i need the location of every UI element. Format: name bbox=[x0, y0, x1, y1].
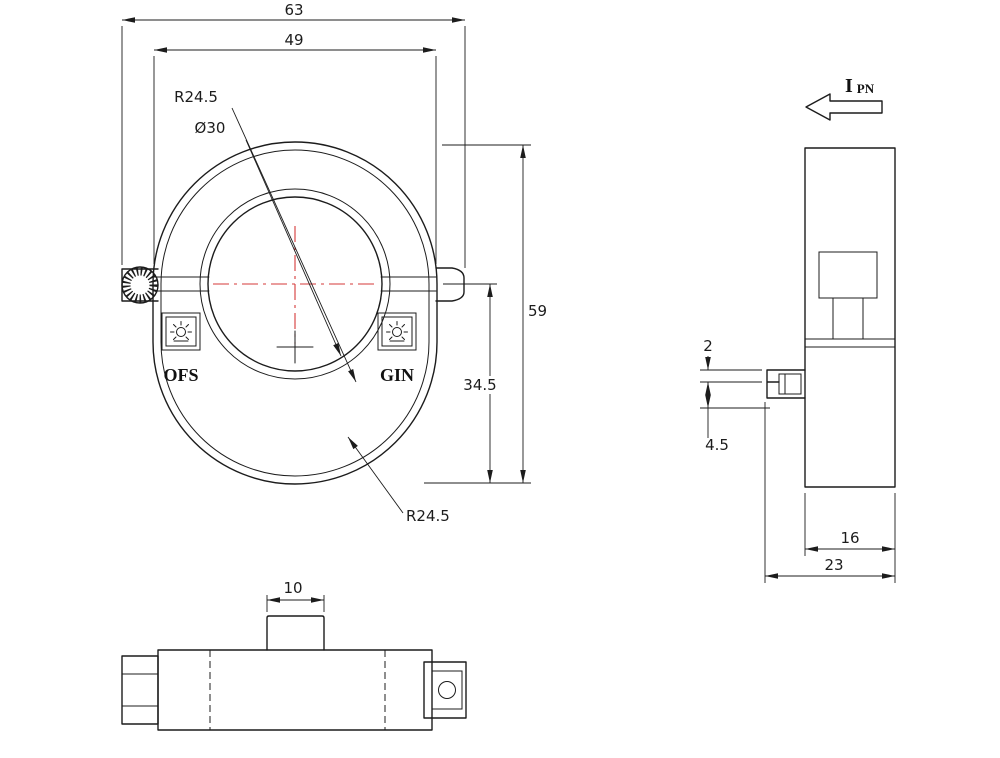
dim-345-mask bbox=[460, 376, 501, 394]
bottom-latch-right bbox=[423, 661, 467, 719]
thumb-screw-outline bbox=[121, 266, 159, 304]
sun-icon-left-rays bbox=[170, 321, 192, 342]
led-window-right bbox=[377, 312, 417, 351]
lower-arc-center-mark bbox=[276, 330, 314, 364]
centerlines bbox=[213, 226, 377, 344]
leader-diameter bbox=[245, 139, 342, 357]
extension-lines-front bbox=[121, 26, 531, 484]
leader-radius-top bbox=[231, 107, 357, 383]
dim-2: 2 bbox=[703, 337, 713, 355]
thumb-screw-knurl bbox=[122, 267, 158, 303]
inner-bore-offset bbox=[199, 188, 391, 380]
bottom-latch-screw-hole bbox=[438, 681, 456, 699]
dim-49: 49 bbox=[284, 31, 303, 49]
dim-63: 63 bbox=[284, 1, 303, 19]
bottom-body bbox=[157, 649, 433, 731]
dim-10: 10 bbox=[283, 579, 302, 597]
leader-radius-bottom bbox=[347, 436, 404, 514]
dim-d30: Ø30 bbox=[195, 119, 226, 137]
front-dimensions: 63 49 R24.5 Ø30 59 34.5 R24.5 bbox=[121, 1, 547, 525]
dim-23: 23 bbox=[824, 556, 843, 574]
sun-icon-right-rays bbox=[386, 321, 408, 342]
ipn-label-sub: PN bbox=[857, 81, 875, 96]
dim-59: 59 bbox=[528, 302, 547, 320]
dim-16: 16 bbox=[840, 529, 859, 547]
side-latch-block bbox=[818, 251, 878, 299]
bottom-dimensions: 10 bbox=[266, 579, 325, 612]
ipn-label: I PN bbox=[845, 75, 875, 97]
led-window-left bbox=[161, 312, 201, 351]
side-dimensions: 2 4.5 16 23 bbox=[700, 337, 896, 583]
side-latch-legs bbox=[832, 297, 864, 340]
ipn-label-main: I bbox=[845, 75, 853, 97]
ipn-arrow bbox=[805, 93, 883, 121]
dim-345: 34.5 bbox=[463, 376, 496, 394]
led-window-right-frame bbox=[377, 312, 417, 351]
inner-bore bbox=[207, 196, 383, 372]
outer-profile bbox=[152, 141, 438, 485]
dim-45: 4.5 bbox=[705, 436, 729, 454]
split-lines bbox=[153, 276, 437, 292]
dim-r245-top: R24.5 bbox=[174, 88, 218, 106]
extension-lines-side bbox=[700, 369, 896, 583]
gin-label: GIN bbox=[380, 365, 414, 385]
extension-lines-bottom bbox=[266, 595, 325, 612]
side-screw-head bbox=[778, 373, 802, 395]
bottom-latch-right-inner bbox=[431, 670, 463, 710]
led-window-right-inner bbox=[381, 316, 413, 347]
bottom-hinge-left bbox=[121, 655, 159, 725]
side-view: I PN bbox=[766, 75, 896, 488]
side-screw-boss bbox=[766, 369, 806, 399]
dim-r245-bottom: R24.5 bbox=[406, 507, 450, 525]
latch-tab-right bbox=[435, 267, 465, 302]
side-split-lines bbox=[804, 338, 896, 348]
sun-icon-left bbox=[176, 327, 186, 337]
sun-icon-right bbox=[392, 327, 402, 337]
bottom-tab bbox=[266, 615, 325, 651]
bottom-view bbox=[121, 615, 467, 731]
ofs-label: OFS bbox=[163, 365, 198, 385]
side-body bbox=[804, 147, 896, 488]
led-window-left-inner bbox=[165, 316, 197, 347]
bottom-hinge-left-lines bbox=[121, 673, 159, 707]
front-view: OFS GIN bbox=[121, 141, 465, 485]
outer-profile-offset bbox=[160, 149, 430, 477]
led-window-left-frame bbox=[161, 312, 201, 351]
bottom-hidden-lines bbox=[209, 650, 386, 730]
